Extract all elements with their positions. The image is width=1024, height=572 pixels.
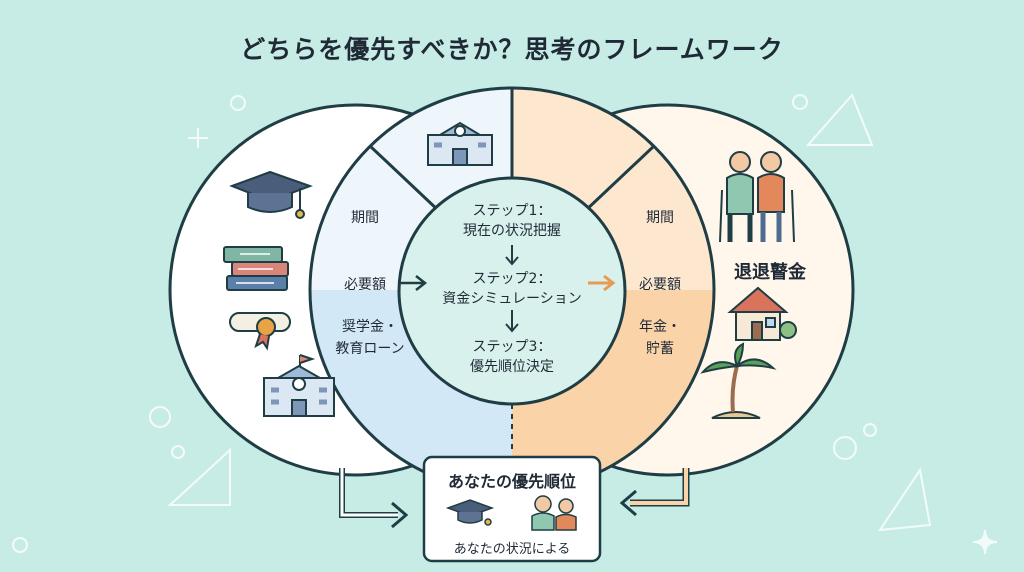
step2-title: ステップ2： bbox=[472, 271, 552, 287]
result-box bbox=[422, 455, 602, 563]
step2-desc: 資金シミュレーション bbox=[442, 291, 582, 307]
left-to-center-arrow bbox=[398, 275, 428, 291]
step1-title: ステップ1： bbox=[472, 203, 552, 219]
school-building-icon bbox=[263, 354, 335, 417]
step3-desc: 優先順位決定 bbox=[470, 359, 554, 375]
elderly-couple-icon bbox=[719, 151, 795, 243]
house-icon bbox=[727, 286, 797, 341]
step-arrows bbox=[505, 245, 519, 333]
right-amount-label: 必要額 bbox=[639, 277, 681, 293]
background-decoration bbox=[12, 93, 998, 555]
step3-title: ステップ3： bbox=[472, 339, 552, 355]
result-subtitle: あなたの状況による bbox=[453, 542, 571, 557]
left-item-line1: 奨学金・ bbox=[342, 319, 398, 335]
school-building-top-icon bbox=[427, 121, 493, 166]
right-period-label: 期間 bbox=[646, 210, 674, 226]
page-title: どちらを優先すべきか？思考のフレームワーク bbox=[240, 35, 784, 64]
result-title: あなたの優先順位 bbox=[447, 472, 576, 491]
right-item-line1: 年金・ bbox=[639, 319, 681, 335]
result-cap-icon bbox=[445, 499, 495, 526]
diploma-icon bbox=[229, 312, 291, 351]
center-to-right-arrow bbox=[588, 274, 616, 292]
left-item-line2: 教育ローン bbox=[335, 341, 405, 357]
left-amount-label: 必要額 bbox=[344, 277, 386, 293]
right-bottom-arrow bbox=[619, 468, 690, 517]
right-item-line2: 貯蓄 bbox=[646, 341, 674, 357]
left-period-label: 期間 bbox=[351, 210, 379, 226]
books-icon bbox=[223, 246, 289, 291]
left-bottom-arrow bbox=[339, 468, 409, 529]
right-big-label: 退退瞽金 bbox=[734, 262, 806, 283]
palm-tree-icon bbox=[700, 342, 777, 419]
graduation-cap-icon bbox=[229, 170, 313, 219]
result-elderly-icon bbox=[531, 495, 577, 531]
step1-desc: 現在の状況把握 bbox=[463, 223, 561, 239]
